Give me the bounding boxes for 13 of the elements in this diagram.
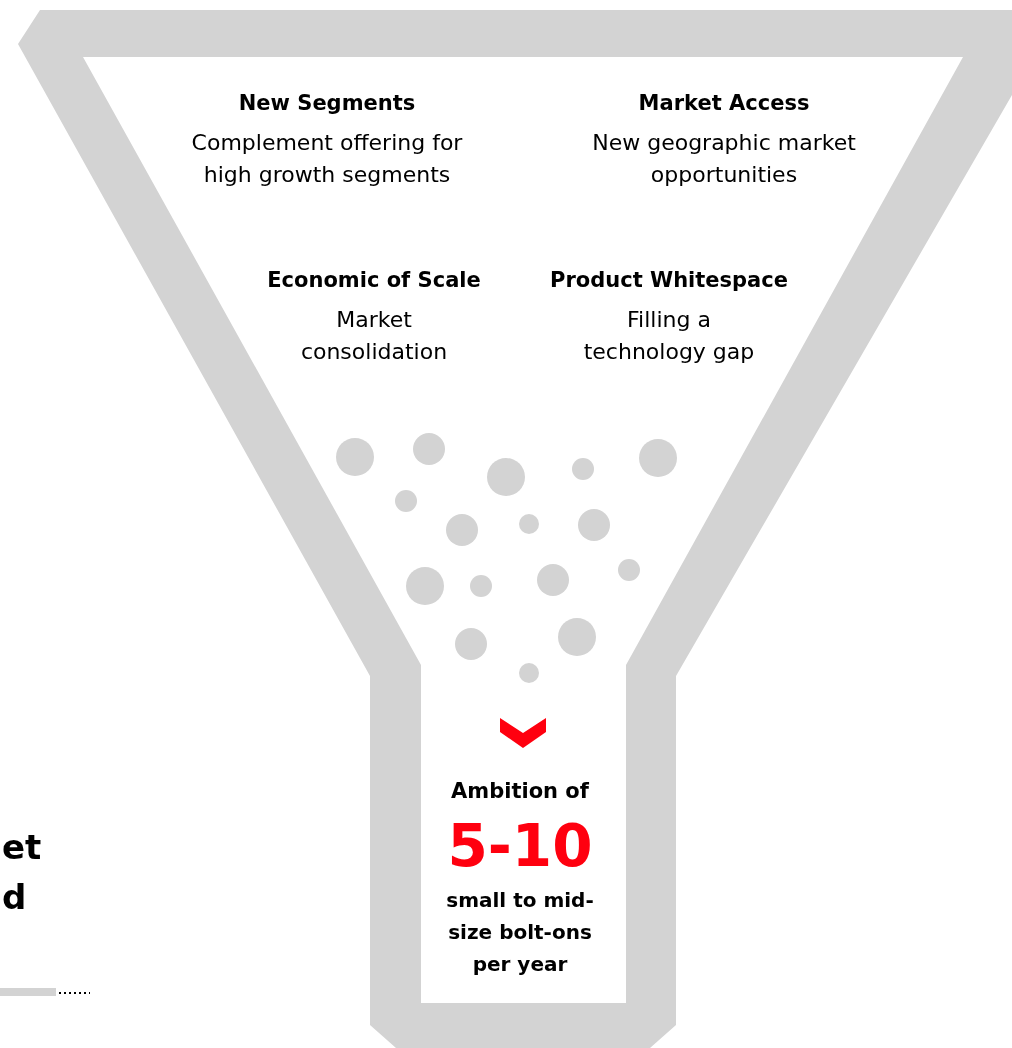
heading: Product Whitespace <box>550 267 788 294</box>
heading: Economic of Scale <box>267 267 481 294</box>
heading: et <box>2 826 42 869</box>
description: New geographic market opportunities <box>591 129 857 189</box>
heading: Market Access <box>638 90 810 117</box>
heading: Ambition of <box>451 778 589 805</box>
heading: d <box>2 876 27 919</box>
description: Filling a technology gap <box>582 306 756 366</box>
heading: New Segments <box>238 90 416 117</box>
description: Complement offering for high growth segments <box>190 129 464 189</box>
description: small to mid-size bolt-ons per year <box>445 887 595 978</box>
description: Market consolidation <box>299 306 449 366</box>
highlight-number: 5-10 <box>447 811 593 882</box>
